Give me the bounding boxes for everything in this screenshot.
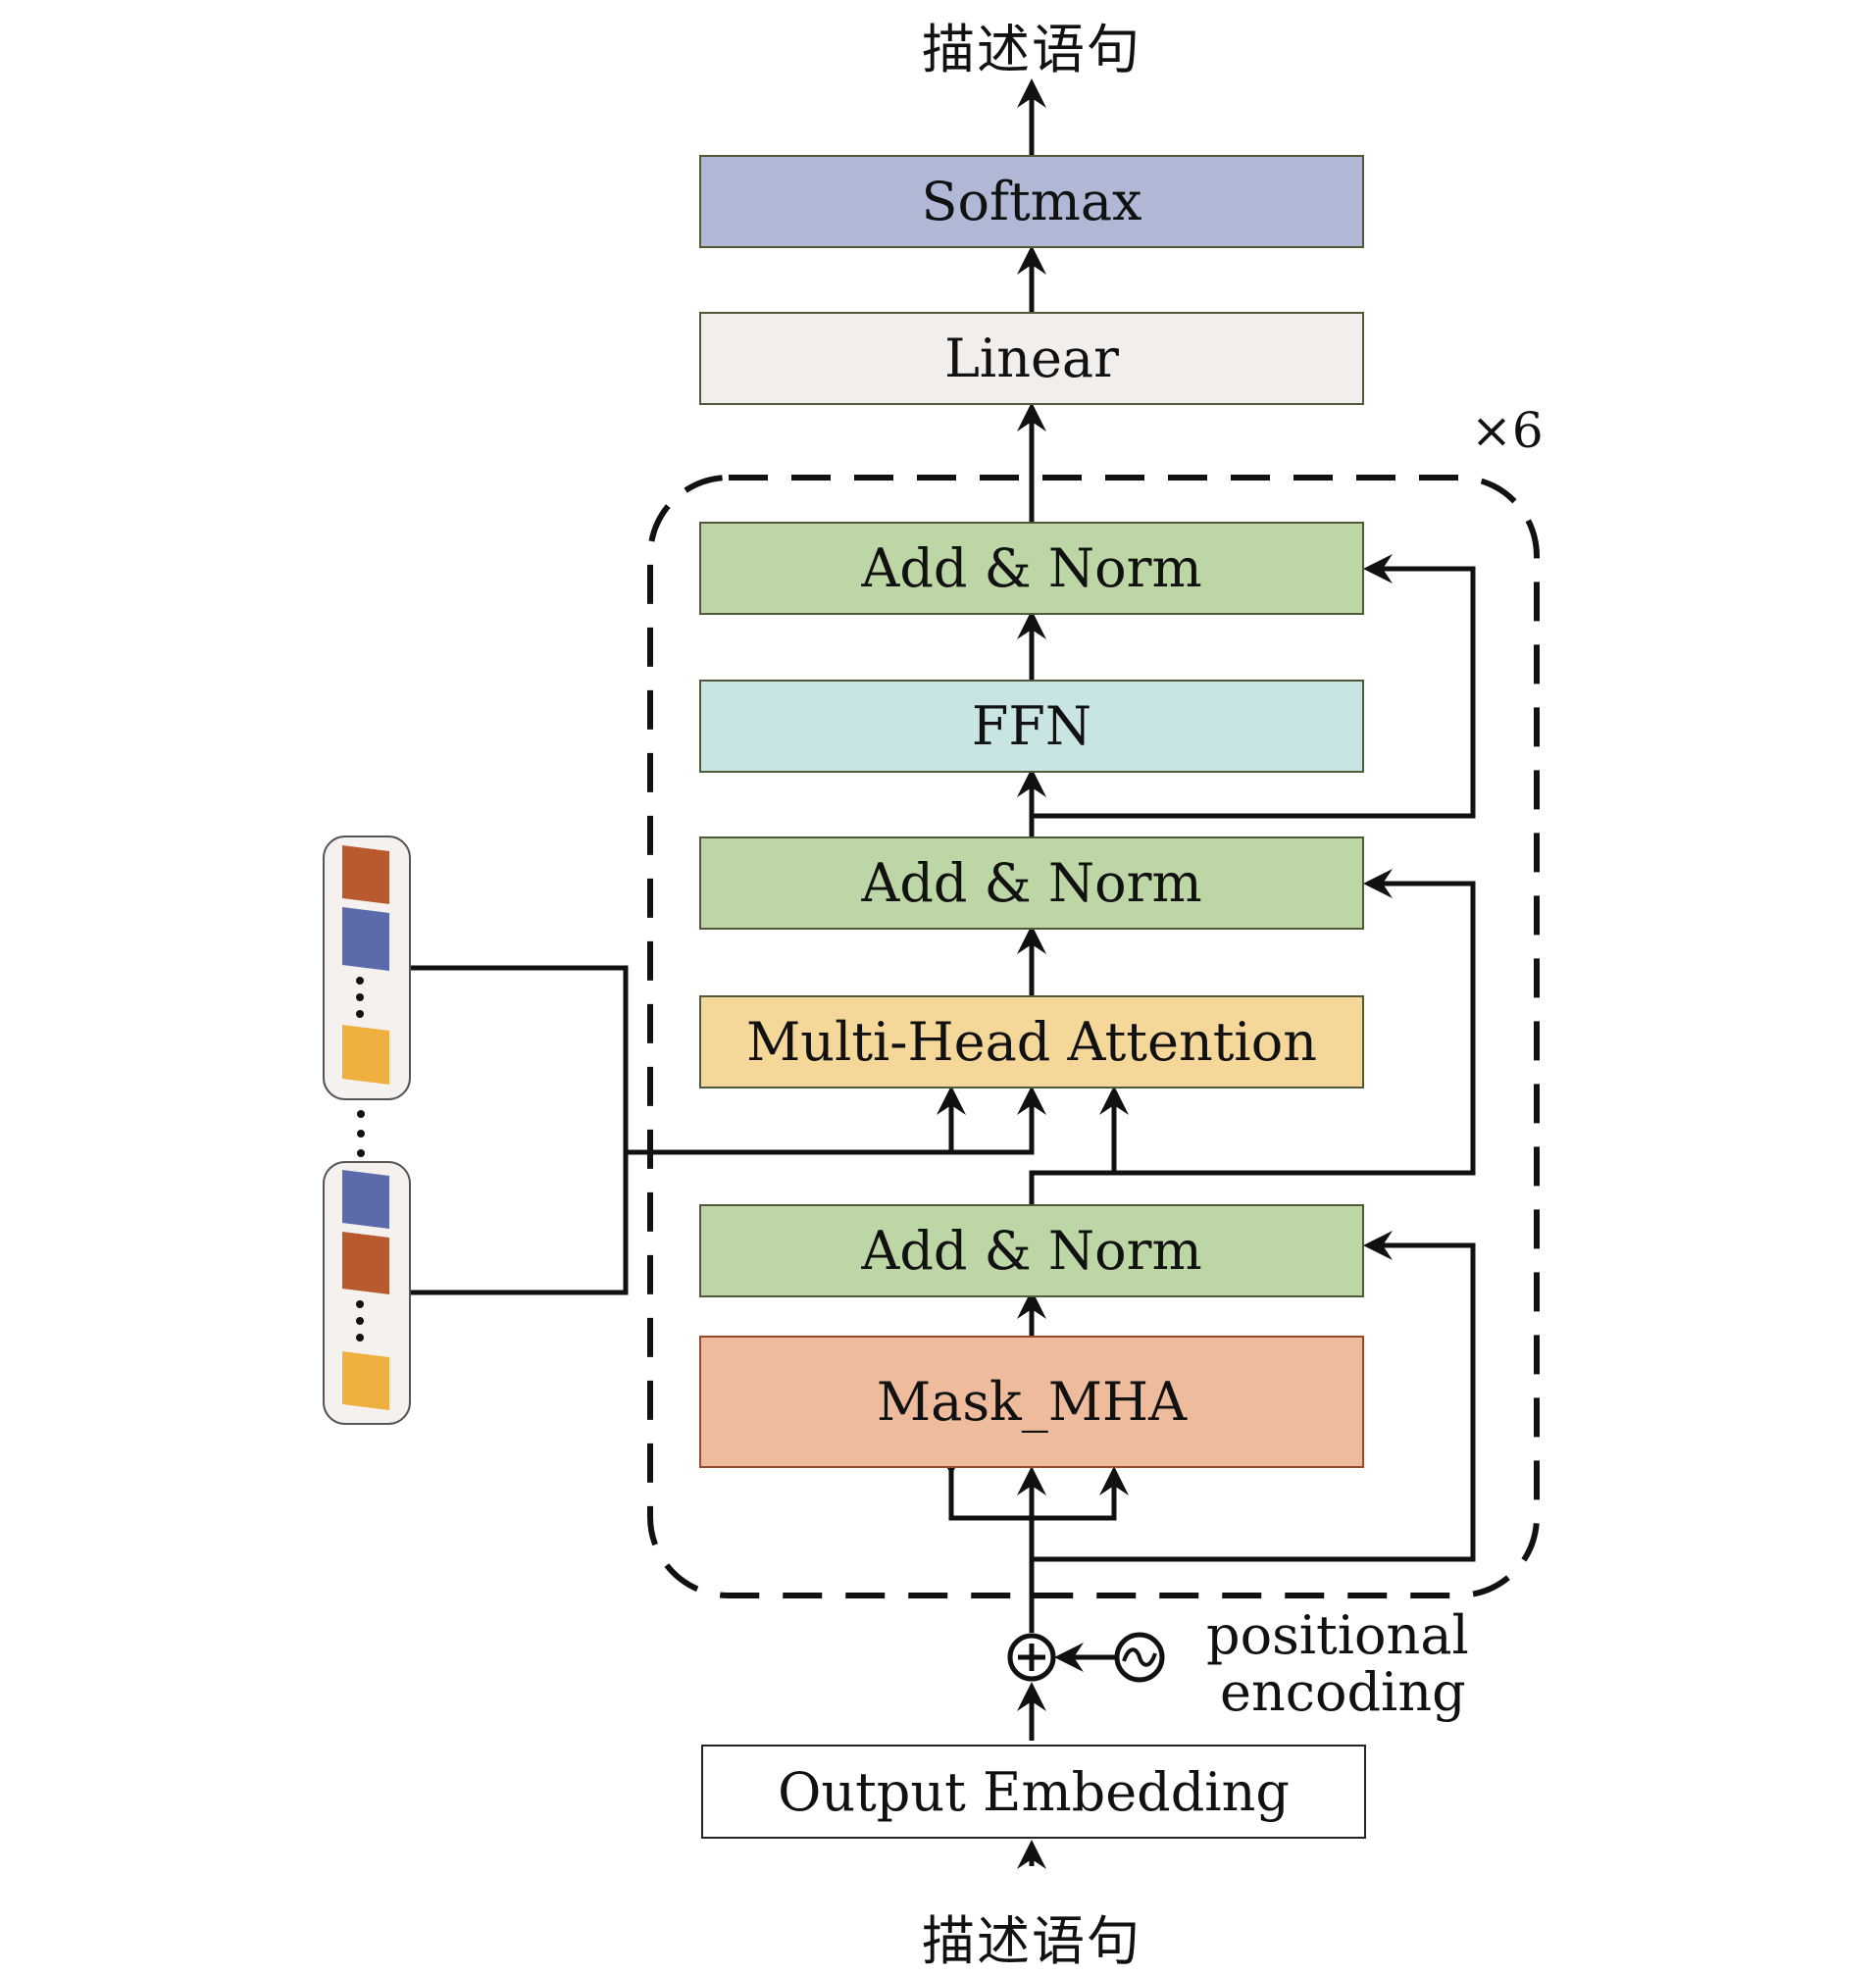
softmax-block: Softmax	[699, 155, 1364, 248]
output-embedding-block: Output Embedding	[701, 1745, 1366, 1839]
mask-mha-block: Mask_MHA	[699, 1336, 1364, 1468]
add-norm-block-1: Add & Norm	[699, 1204, 1364, 1297]
repeat-boundary	[647, 475, 1540, 1598]
repeat-count-label: ×6	[1471, 402, 1544, 459]
add-norm-block-3: Add & Norm	[699, 522, 1364, 615]
encoder-feature-stack-2	[323, 1161, 411, 1425]
encoder-feature-stack-1	[323, 836, 411, 1100]
output-sentence-label: 描述语句	[922, 19, 1141, 80]
input-sentence-label: 描述语句	[922, 1910, 1141, 1972]
add-norm-block-2: Add & Norm	[699, 836, 1364, 930]
ffn-block: FFN	[699, 680, 1364, 773]
stack-ellipsis	[357, 1110, 365, 1157]
linear-block: Linear	[699, 312, 1364, 405]
flow-arrows	[410, 78, 1476, 1869]
add-positional-node	[1007, 1633, 1056, 1682]
sinusoid-icon	[1114, 1632, 1165, 1683]
positional-encoding-label-line2: encoding	[1220, 1661, 1466, 1723]
positional-encoding-label-line1: positional	[1206, 1604, 1469, 1666]
multi-head-attention-block: Multi-Head Attention	[699, 995, 1364, 1089]
